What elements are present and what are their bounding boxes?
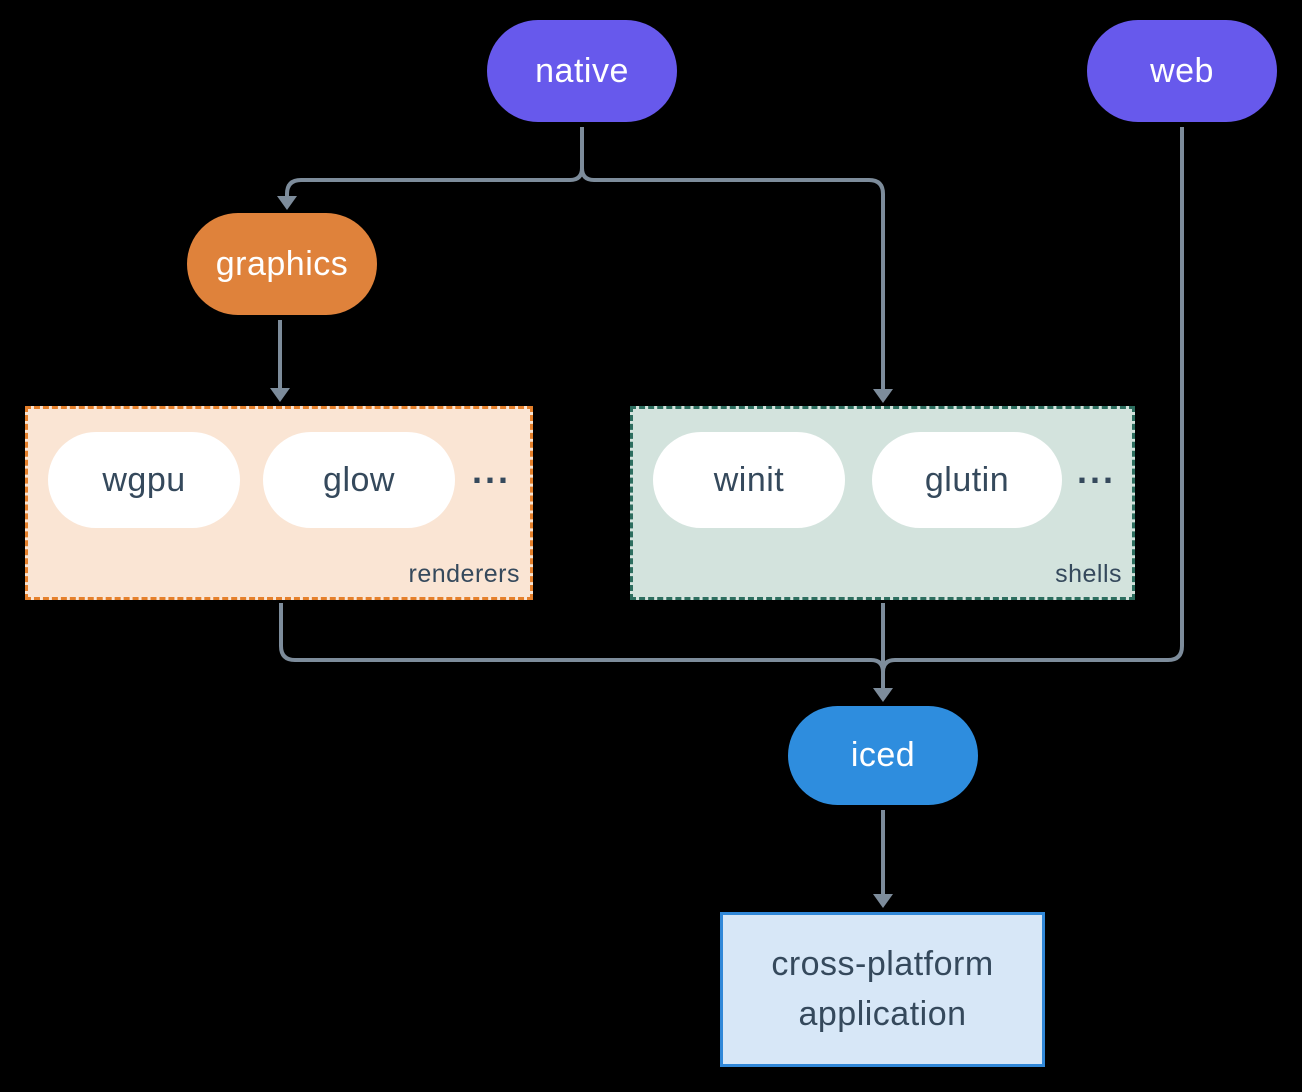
- edge-native-to-shells: [580, 167, 885, 390]
- group-shells-label: shells: [1055, 560, 1122, 588]
- node-web: web: [1087, 20, 1277, 122]
- group-renderers-label: renderers: [408, 560, 520, 588]
- node-winit: winit: [653, 432, 845, 528]
- connector-lines: [278, 127, 1184, 894]
- node-application: cross-platform application: [720, 912, 1045, 1067]
- arrowhead-into-renderers: [270, 388, 290, 402]
- connector-arrowheads: [270, 196, 893, 908]
- node-glutin: glutin: [872, 432, 1062, 528]
- node-graphics-label: graphics: [215, 244, 349, 283]
- node-glutin-label: glutin: [924, 460, 1010, 499]
- node-web-label: web: [1150, 51, 1214, 90]
- arrowhead-into-graphics: [277, 196, 297, 210]
- shells-ellipsis: ...: [1077, 450, 1117, 491]
- edge-renderers-to-merge: [279, 603, 885, 673]
- renderers-ellipsis: ...: [472, 450, 512, 491]
- node-wgpu: wgpu: [48, 432, 240, 528]
- arrowhead-into-iced: [873, 688, 893, 702]
- node-graphics: graphics: [187, 213, 377, 315]
- edge-native-to-graphics: [285, 127, 584, 197]
- node-application-label-line2: application: [798, 994, 967, 1033]
- node-winit-label: winit: [713, 460, 785, 499]
- node-native-label: native: [535, 51, 629, 90]
- node-glow: glow: [263, 432, 455, 528]
- node-iced-label: iced: [850, 736, 916, 774]
- group-shells: winit glutin ... shells: [630, 406, 1135, 600]
- node-native: native: [487, 20, 677, 122]
- node-application-label-line1: cross-platform: [771, 945, 994, 984]
- node-iced: iced: [788, 706, 978, 805]
- node-glow-label: glow: [323, 460, 395, 499]
- node-wgpu-label: wgpu: [102, 460, 186, 499]
- arrowhead-into-application: [873, 894, 893, 908]
- arrowhead-into-shells: [873, 389, 893, 403]
- group-renderers: wgpu glow ... renderers: [25, 406, 533, 600]
